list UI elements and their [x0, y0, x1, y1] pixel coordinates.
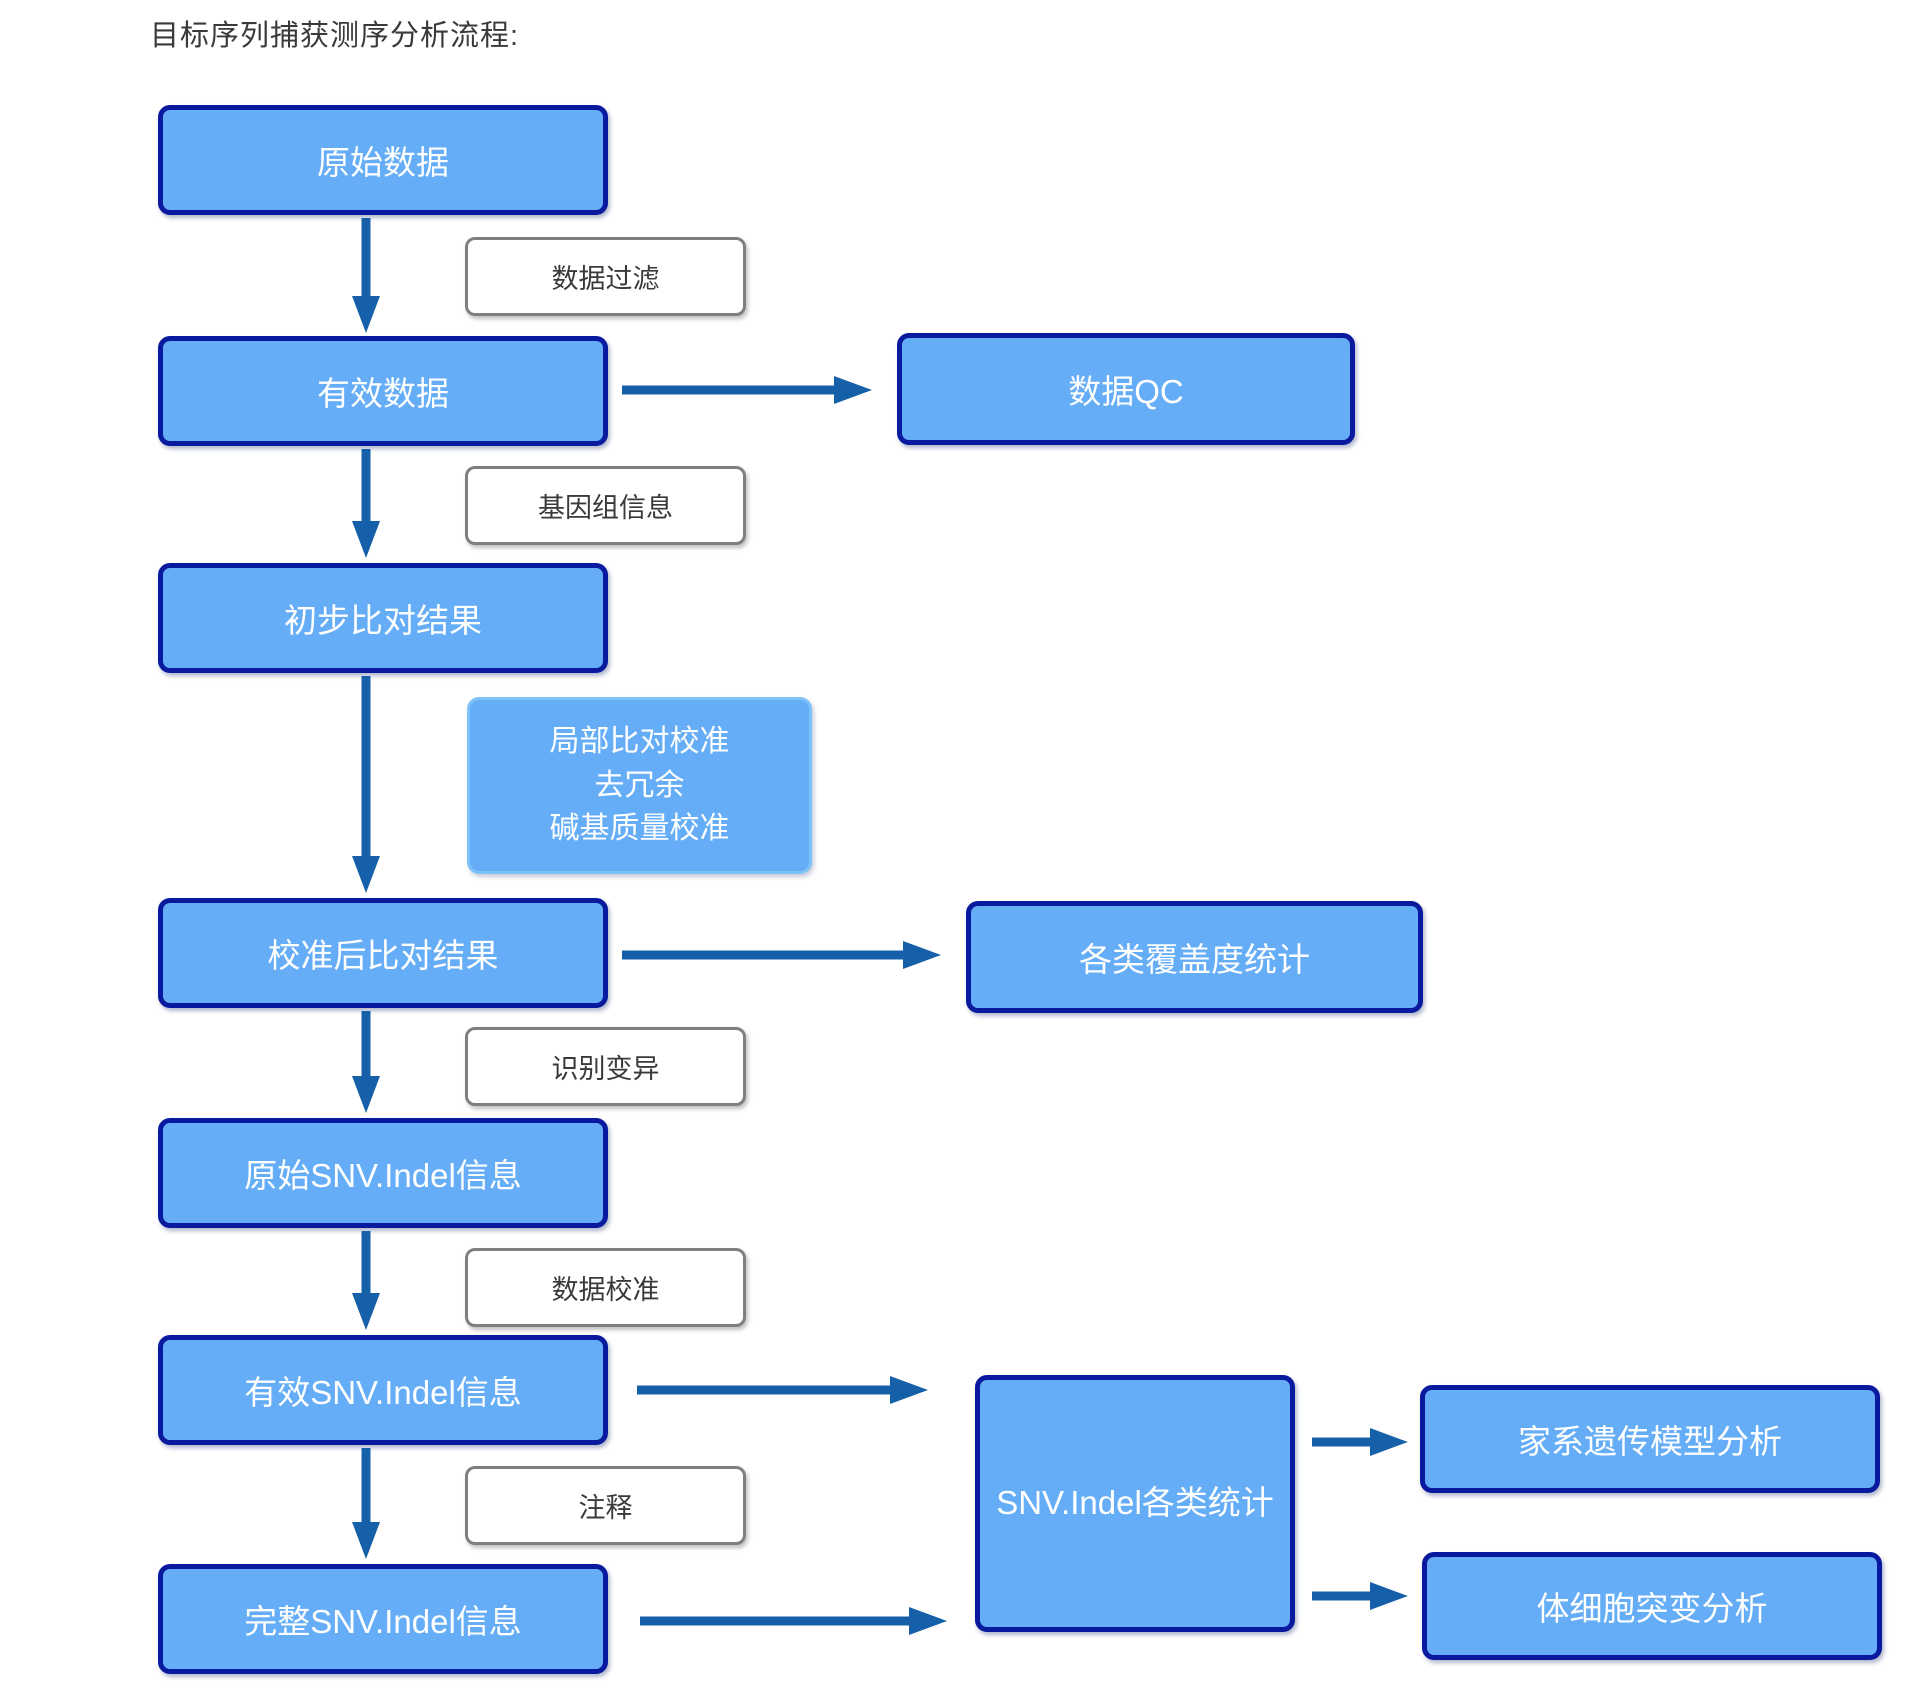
arrow-valid-to-initial-shaft [361, 449, 371, 528]
label-data-calibration: 数据校准 [465, 1248, 746, 1327]
node-raw-snv-indel: 原始SNV.Indel信息 [158, 1118, 608, 1228]
arrow-valid-to-qc [622, 376, 872, 404]
node-data-qc: 数据QC [897, 333, 1355, 445]
arrow-valid-to-initial [352, 449, 380, 558]
label-annotation-label: 注释 [578, 1493, 633, 1523]
arrow-raw-to-valid-head [352, 296, 380, 333]
arrow-calibrated-to-coverage-shaft [622, 950, 911, 960]
arrow-completesnv-to-stats [640, 1607, 947, 1635]
label-data-filter: 数据过滤 [465, 237, 746, 316]
arrow-stats-to-somatic-shaft [1312, 1591, 1378, 1601]
node-somatic-mutation-label: 体细胞突变分析 [1536, 1590, 1768, 1627]
label-data-calibration-label: 数据校准 [551, 1275, 660, 1305]
arrow-raw-to-valid [352, 218, 380, 333]
label-annotation: 注释 [465, 1466, 746, 1545]
arrow-calibrated-to-rawsnv-head [352, 1076, 380, 1113]
label-genome-info-label: 基因组信息 [538, 493, 673, 523]
node-calibrated-alignment-label: 校准后比对结果 [267, 937, 499, 974]
node-valid-snv-indel: 有效SNV.Indel信息 [158, 1335, 608, 1445]
arrow-validsnv-to-completesnv-shaft [361, 1448, 371, 1529]
arrow-initial-to-calibrated-shaft [361, 676, 371, 863]
node-raw-data: 原始数据 [158, 105, 608, 215]
node-valid-snv-indel-label: 有效SNV.Indel信息 [244, 1374, 522, 1411]
node-family-genetic-model: 家系遗传模型分析 [1420, 1385, 1880, 1493]
arrow-stats-to-family-head [1370, 1428, 1408, 1456]
arrow-calibrated-to-rawsnv [352, 1011, 380, 1113]
node-complete-snv-indel-label: 完整SNV.Indel信息 [244, 1603, 522, 1640]
label-local-realignment-line: 去冗余 [594, 768, 685, 802]
label-variant-calling: 识别变异 [465, 1027, 746, 1106]
arrow-validsnv-to-stats-head [890, 1376, 928, 1404]
arrow-stats-to-somatic [1312, 1582, 1408, 1610]
arrow-valid-to-qc-head [834, 376, 872, 404]
arrow-initial-to-calibrated-head [352, 856, 380, 893]
node-raw-snv-indel-label: 原始SNV.Indel信息 [244, 1157, 522, 1194]
arrow-stats-to-somatic-head [1370, 1582, 1408, 1610]
arrow-valid-to-qc-shaft [622, 385, 842, 395]
arrow-validsnv-to-stats-shaft [637, 1385, 898, 1395]
node-snv-indel-stats: SNV.Indel各类统计 [975, 1375, 1295, 1632]
arrow-rawsnv-to-validsnv [352, 1231, 380, 1330]
node-raw-data-label: 原始数据 [317, 144, 449, 181]
arrow-calibrated-to-rawsnv-shaft [361, 1011, 371, 1083]
page-title: 目标序列捕获测序分析流程: [150, 20, 520, 52]
arrow-calibrated-to-coverage-head [903, 941, 941, 969]
node-coverage-stats-label: 各类覆盖度统计 [1079, 941, 1310, 978]
arrow-initial-to-calibrated [352, 676, 380, 893]
label-local-realignment: 局部比对校准去冗余碱基质量校准 [467, 697, 812, 874]
arrow-completesnv-to-stats-head [909, 1607, 947, 1635]
node-snv-indel-stats-label: SNV.Indel各类统计 [996, 1484, 1274, 1522]
arrow-stats-to-family-shaft [1312, 1437, 1378, 1447]
arrow-valid-to-initial-head [352, 521, 380, 558]
arrow-validsnv-to-completesnv-head [352, 1522, 380, 1559]
node-coverage-stats: 各类覆盖度统计 [966, 901, 1423, 1013]
node-somatic-mutation: 体细胞突变分析 [1422, 1552, 1882, 1660]
label-genome-info: 基因组信息 [465, 466, 746, 545]
arrow-validsnv-to-completesnv [352, 1448, 380, 1559]
node-complete-snv-indel: 完整SNV.Indel信息 [158, 1564, 608, 1674]
label-variant-calling-label: 识别变异 [551, 1054, 660, 1084]
arrow-calibrated-to-coverage [622, 941, 941, 969]
arrow-rawsnv-to-validsnv-head [352, 1293, 380, 1330]
arrow-rawsnv-to-validsnv-shaft [361, 1231, 371, 1300]
node-initial-alignment: 初步比对结果 [158, 563, 608, 673]
node-data-qc-label: 数据QC [1068, 373, 1184, 410]
label-data-filter-label: 数据过滤 [551, 264, 660, 294]
node-calibrated-alignment: 校准后比对结果 [158, 898, 608, 1008]
label-local-realignment-line: 局部比对校准 [549, 725, 730, 759]
label-local-realignment-line: 碱基质量校准 [549, 812, 730, 846]
arrow-completesnv-to-stats-shaft [640, 1616, 917, 1626]
node-family-genetic-model-label: 家系遗传模型分析 [1518, 1423, 1782, 1460]
arrow-stats-to-family [1312, 1428, 1408, 1456]
arrow-raw-to-valid-shaft [361, 218, 371, 303]
node-valid-data-label: 有效数据 [317, 375, 449, 412]
node-valid-data: 有效数据 [158, 336, 608, 446]
node-initial-alignment-label: 初步比对结果 [284, 602, 482, 639]
arrow-validsnv-to-stats [637, 1376, 928, 1404]
